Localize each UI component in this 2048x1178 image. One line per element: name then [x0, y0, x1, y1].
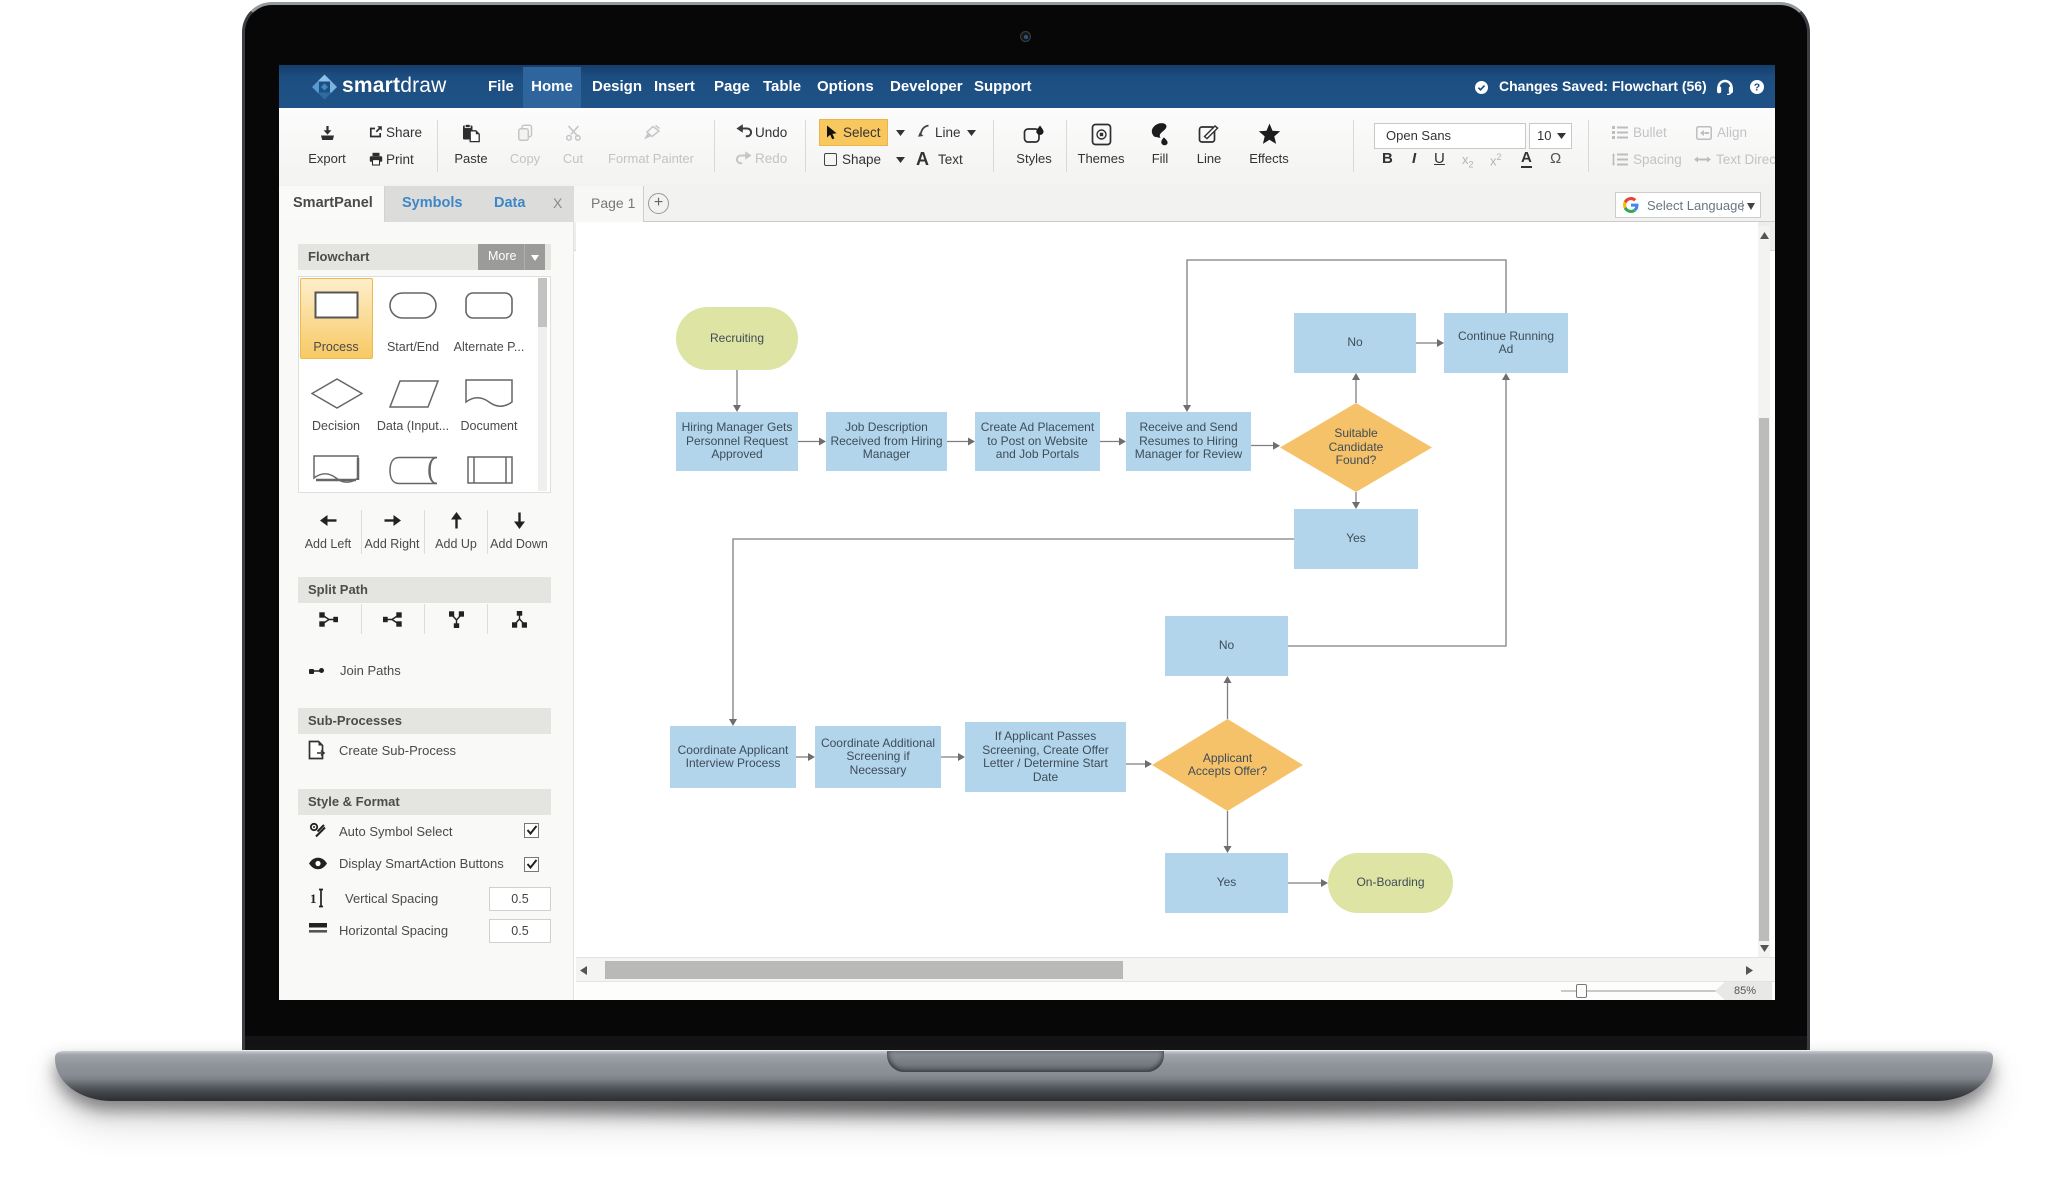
svg-text:?: ? — [1754, 82, 1760, 94]
svg-text:1: 1 — [310, 891, 317, 906]
